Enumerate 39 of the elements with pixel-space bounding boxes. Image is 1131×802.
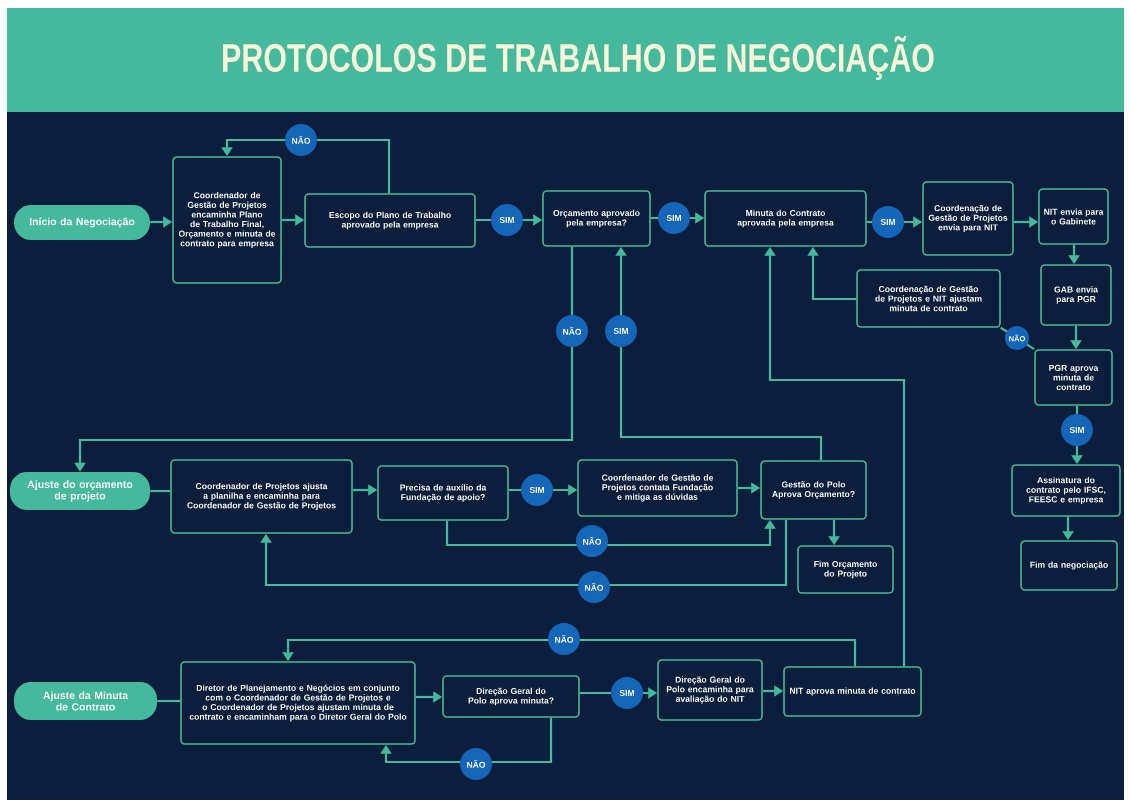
arrow bbox=[260, 519, 788, 587]
process-box: Precisa de auxílio da Fundação de apoio? bbox=[377, 465, 509, 521]
edge-label: SIM bbox=[1061, 414, 1093, 446]
connector-line bbox=[157, 699, 181, 703]
process-box: Coordenação de Gestão de Projetos e NIT ajustam minuta de contrato bbox=[856, 269, 1001, 328]
process-box: PGR aprova minuta de contrato bbox=[1034, 349, 1113, 406]
process-box: GAB envia para PGR bbox=[1040, 264, 1112, 326]
edge-label: NÃO bbox=[556, 315, 588, 347]
edge-label: SIM bbox=[491, 204, 523, 236]
process-box: Escopo do Plano de Trabalho aprovado pela empresa bbox=[304, 193, 476, 248]
edge-label: SIM bbox=[521, 474, 553, 506]
process-box: Fim da negociação bbox=[1020, 540, 1118, 591]
edge-label: NÃO bbox=[578, 571, 610, 603]
connector-line bbox=[150, 489, 171, 493]
process-box: Assinatura do contrato pelo IFSC, FEESC e empresa bbox=[1011, 464, 1121, 517]
process-box: Coordenação de Gestão de Projetos envia para NIT bbox=[922, 181, 1014, 256]
process-box: Coordenador de Gestão de Projetos contata Fundação e mitiga as dúvidas bbox=[577, 459, 738, 517]
edge-label: NÃO bbox=[576, 525, 608, 557]
terminal-pill: Início da Negociação bbox=[14, 205, 150, 240]
edge-label: SIM bbox=[605, 315, 637, 347]
title-banner: PROTOCOLOS DE TRABALHO DE NEGOCIAÇÃO bbox=[7, 8, 1124, 112]
process-box: Fim Orçamento do Projeto bbox=[797, 545, 894, 594]
process-box: Direção Geral do Polo aprova minuta? bbox=[442, 675, 580, 718]
process-box: Diretor de Planejamento e Negócios em conjunto com o Coordenador de Gestão de Projetos e o Coordenador de Projetos ajustam minuta de contrato e encaminham para o Diretor Geral do Polo bbox=[180, 661, 416, 745]
process-box: NIT aprova minuta de contrato bbox=[783, 666, 922, 717]
edge-label: NÃO bbox=[460, 748, 492, 780]
process-box: Gestão do Polo Aprova Orçamento? bbox=[760, 460, 867, 520]
edge-label: NÃO bbox=[548, 623, 580, 655]
edge-label: SIM bbox=[611, 677, 643, 709]
edge-label: SIM bbox=[872, 206, 904, 238]
process-box: Coordenador de Projetos ajusta a planilha e encaminha para Coordenador de Gestão de Projetos bbox=[170, 459, 353, 534]
process-box: NIT envia para o Gabinete bbox=[1038, 188, 1109, 245]
edge-label: NÃO bbox=[285, 124, 317, 156]
process-box: Direção Geral do Polo encaminha para avaliação do NIT bbox=[657, 659, 763, 721]
edge-label: SIM bbox=[658, 202, 690, 234]
process-box: Coordenador de Gestão de Projetos encaminha Plano de Trabalho Final, Orçamento e minuta de contrato para empresa bbox=[172, 156, 282, 284]
process-box: Minuta do Contrato aprovada pela empresa bbox=[704, 190, 867, 247]
connector-line bbox=[1000, 326, 1035, 351]
process-box: Orçamento aprovado pela empresa? bbox=[542, 190, 651, 247]
